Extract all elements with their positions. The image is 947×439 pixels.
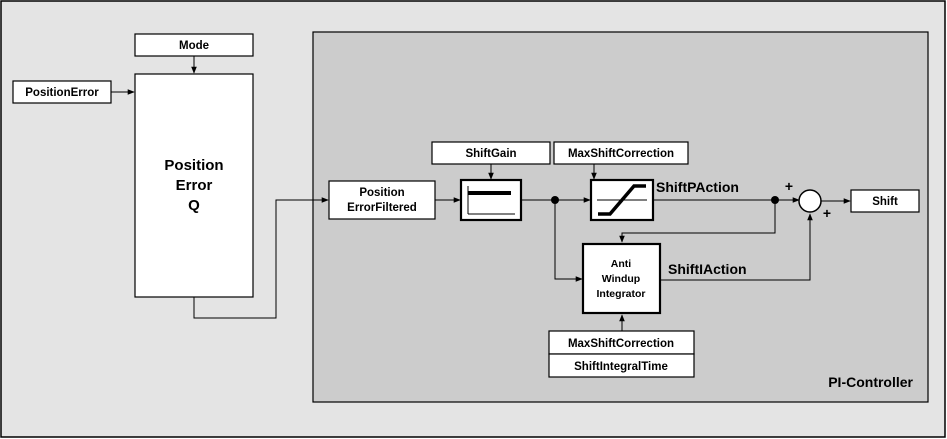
main-to-filter-wire <box>193 197 329 319</box>
mode-label: Mode <box>179 40 209 52</box>
max-shift-correction-top-label: MaxShiftCorrection <box>568 148 674 160</box>
position-error-q-line3: Q <box>188 197 200 214</box>
p-feedback-wire <box>619 200 776 243</box>
position-error-q-line1: Position <box>164 157 223 174</box>
max-shift-correction-top-input <box>553 141 689 165</box>
max-shift-correction-bottom-label: MaxShiftCorrection <box>568 338 674 350</box>
shift-output <box>850 189 920 213</box>
shift-i-action-label: ShiftIAction <box>668 261 747 277</box>
position-error-label: PositionError <box>25 87 99 99</box>
sum-sign-top: + <box>785 178 793 194</box>
integrator-line3: Integrator <box>596 288 645 300</box>
position-error-filtered-block <box>328 180 436 220</box>
position-error-q-block <box>134 73 254 298</box>
pi-controller-title: PI-Controller <box>828 374 913 390</box>
filtered-line2: ErrorFiltered <box>347 202 417 214</box>
i-action-wire <box>660 213 813 281</box>
shift-integral-time-label: ShiftIntegralTime <box>574 361 668 373</box>
integrator-line2: Windup <box>602 273 640 285</box>
limiter-curve <box>598 184 646 216</box>
integrator-line1: Anti <box>611 258 631 270</box>
shift-gain-label: ShiftGain <box>465 148 516 160</box>
filtered-line1: Position <box>359 187 404 199</box>
position-error-q-line2: Error <box>176 177 213 194</box>
junction-to-integrator-wire <box>554 200 583 282</box>
summing-junction <box>798 189 822 213</box>
sum-sign-bottom: + <box>823 205 831 221</box>
shift-integral-time-input <box>548 353 695 378</box>
shift-p-action-label: ShiftPAction <box>656 179 739 195</box>
shift-output-label: Shift <box>872 196 898 208</box>
anti-windup-integrator-block <box>581 242 662 315</box>
